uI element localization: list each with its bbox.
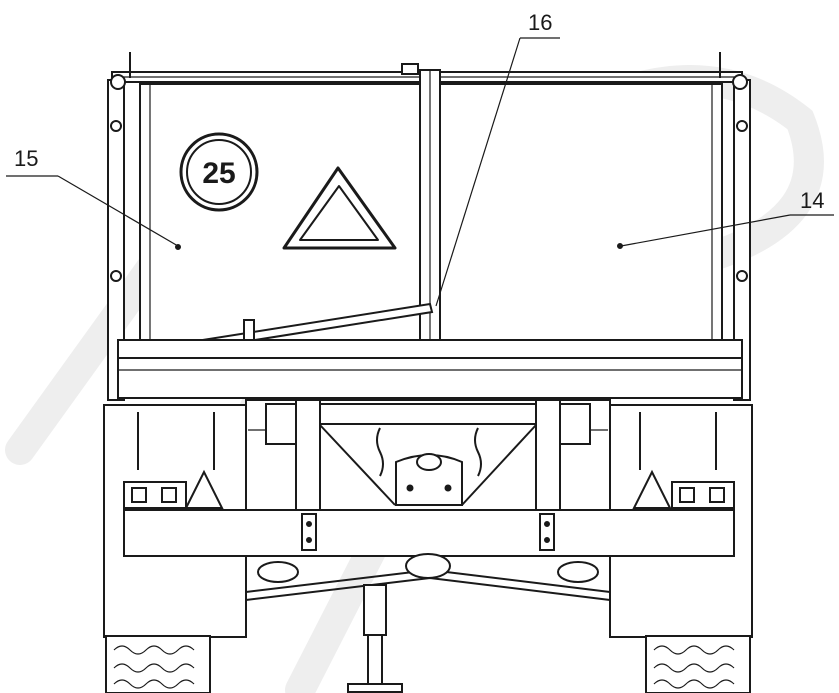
callout-15: 15 — [6, 146, 181, 250]
axle — [245, 553, 611, 601]
left-wheel — [105, 635, 211, 693]
speed-limit-sign-icon: 25 — [179, 132, 259, 212]
right-light-cluster — [632, 412, 735, 509]
left-panel — [139, 83, 421, 347]
callout-15-label: 15 — [14, 146, 38, 171]
right-wheel — [645, 635, 751, 693]
callout-16: 16 — [435, 10, 560, 307]
slow-moving-vehicle-triangle-icon — [282, 166, 397, 250]
callout-16-label: 16 — [528, 10, 552, 35]
speed-limit-value: 25 — [202, 157, 235, 190]
right-panel — [439, 83, 723, 347]
left-light-cluster — [123, 412, 224, 509]
callout-14: 14 — [617, 188, 834, 249]
support-leg — [347, 584, 403, 693]
rear-bumper — [123, 509, 735, 557]
center-divider — [401, 63, 441, 371]
box-bottom-rail — [117, 339, 743, 399]
callout-14-label: 14 — [800, 188, 824, 213]
